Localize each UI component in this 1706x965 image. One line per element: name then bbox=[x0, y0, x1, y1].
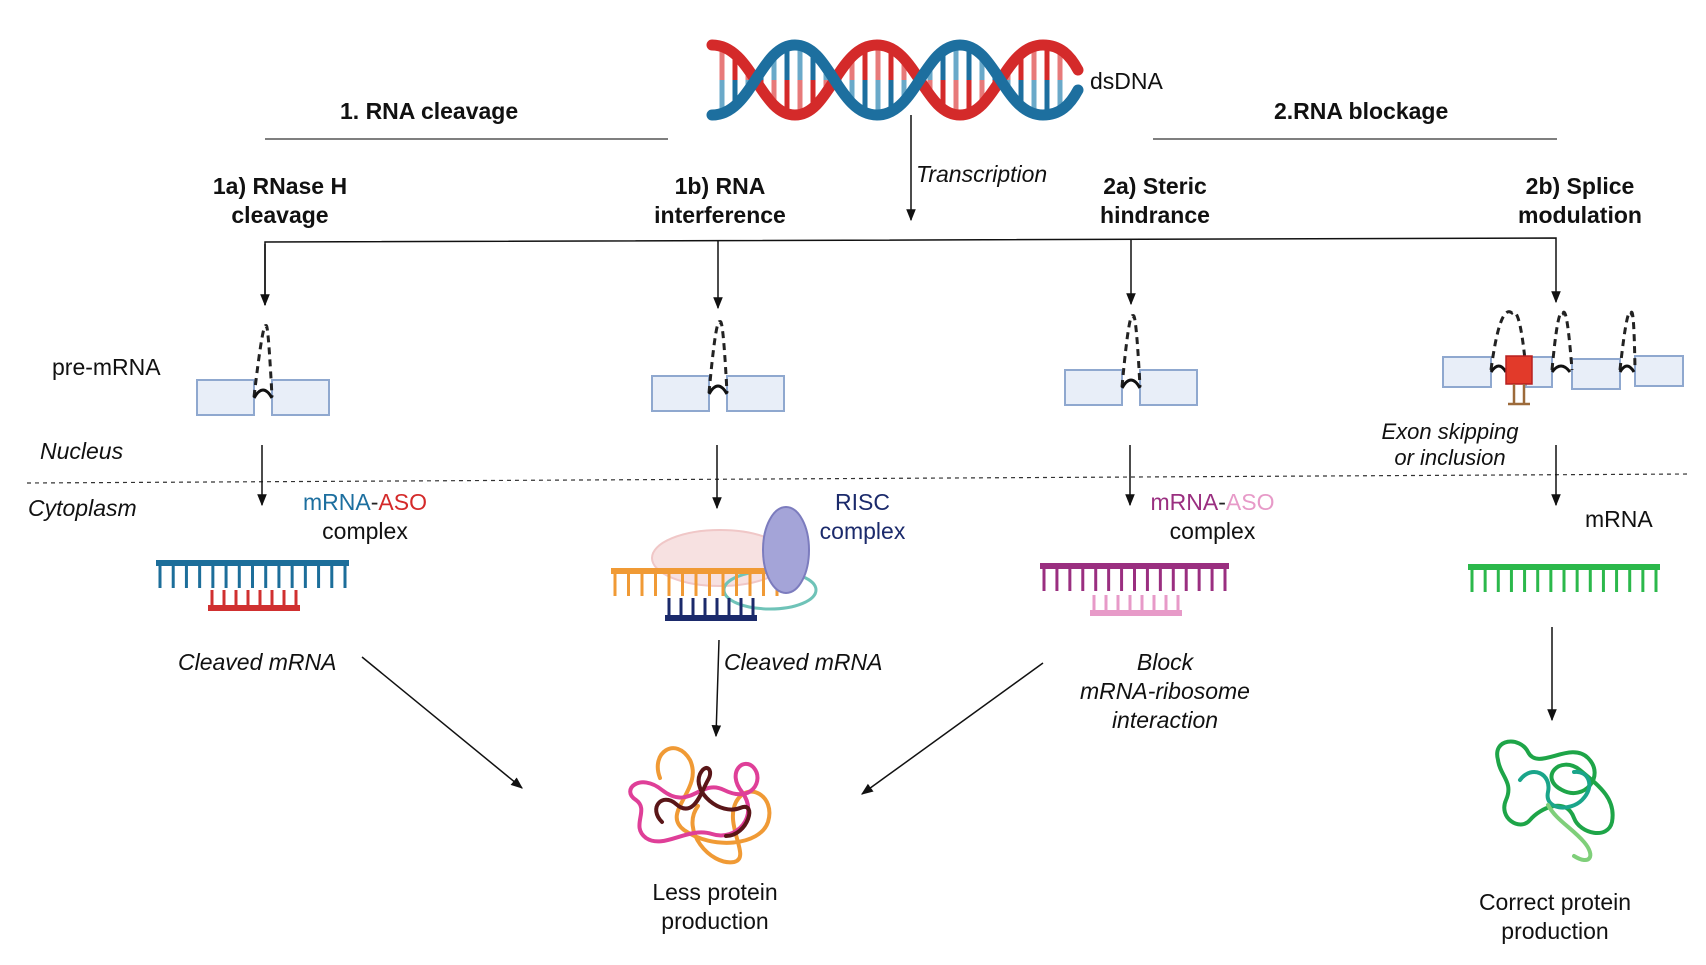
branch-2a-title-line2: hindrance bbox=[1100, 202, 1210, 228]
block-line3: interaction bbox=[1111, 707, 1219, 733]
complex-c-dash: - bbox=[1218, 489, 1226, 515]
complex-a-dash: - bbox=[370, 489, 379, 515]
correct-line1: Correct protein bbox=[1478, 889, 1632, 915]
less-line1: Less protein bbox=[652, 879, 778, 905]
branch-1b-title: 1b) RNA interference bbox=[630, 172, 810, 230]
branch-1a-title: 1a) RNase H cleavage bbox=[190, 172, 370, 230]
branch-2a-title-line1: 2a) Steric bbox=[1103, 173, 1207, 199]
dsdna-label: dsDNA bbox=[1090, 68, 1163, 94]
branch-1a-title-line2: cleavage bbox=[231, 202, 329, 228]
complex-c-aso: ASO bbox=[1225, 489, 1275, 515]
dsdna-helix-icon bbox=[706, 39, 1084, 121]
mrna-2b-label: mRNA bbox=[1585, 506, 1653, 532]
mrna-aso-duplex-1a bbox=[156, 560, 349, 611]
risc-line2: complex bbox=[819, 518, 906, 544]
cleaved-a-label: Cleaved mRNA bbox=[178, 649, 337, 675]
less-protein-label: Less protein production bbox=[615, 878, 815, 936]
risc-complex-icon bbox=[611, 506, 818, 621]
block-label: Block mRNA-ribosome interaction bbox=[1065, 648, 1265, 735]
branch-2b-title: 2b) Splice modulation bbox=[1485, 172, 1675, 230]
arrow-2a-to-protein bbox=[861, 662, 1044, 795]
block-line2: mRNA-ribosome bbox=[1080, 678, 1250, 704]
nucleus-label: Nucleus bbox=[40, 438, 124, 464]
correct-protein-icon bbox=[1495, 739, 1615, 862]
cleaved-b-label: Cleaved mRNA bbox=[724, 649, 883, 675]
arrow-1a-to-protein bbox=[361, 656, 523, 789]
splice-aso-block bbox=[1505, 355, 1533, 385]
section1-title: 1. RNA cleavage bbox=[340, 98, 519, 124]
exon-skip-line1: Exon skipping bbox=[1381, 419, 1519, 444]
risc-line1: RISC bbox=[835, 489, 890, 515]
risc-label: RISC complex bbox=[805, 488, 920, 546]
mrna-aso-duplex-2a bbox=[1040, 563, 1229, 616]
branch-2b-title-line1: 2b) Splice bbox=[1525, 173, 1635, 199]
branch-1b-title-line1: 1b) RNA bbox=[674, 173, 766, 199]
complex-a-label: mRNA-ASO complex bbox=[270, 488, 460, 546]
transcription-label: Transcription bbox=[916, 161, 1048, 187]
complex-a-aso: ASO bbox=[378, 489, 427, 515]
block-line1: Block bbox=[1136, 649, 1194, 675]
branch-1b-title-line2: interference bbox=[654, 202, 786, 228]
pre-mrna-2a bbox=[1064, 314, 1198, 406]
section2-title: 2.RNA blockage bbox=[1274, 98, 1449, 124]
branch-1a-title-line1: 1a) RNase H bbox=[212, 173, 348, 199]
correct-protein-label: Correct protein production bbox=[1450, 888, 1660, 946]
cytoplasm-label: Cytoplasm bbox=[28, 495, 137, 521]
complex-a-mrna: mRNA bbox=[303, 489, 371, 515]
pre-mrna-1a bbox=[196, 324, 330, 416]
complex-c-label: mRNA-ASO complex bbox=[1120, 488, 1305, 546]
complex-c-mrna: mRNA bbox=[1150, 489, 1219, 515]
arrow-1b-to-protein bbox=[711, 639, 722, 738]
branch-2a-title: 2a) Steric hindrance bbox=[1065, 172, 1245, 230]
complex-c-word: complex bbox=[1169, 518, 1256, 544]
exon-skip-label: Exon skipping or inclusion bbox=[1350, 419, 1550, 471]
pre-mrna-label: pre-mRNA bbox=[52, 354, 161, 380]
complex-a-word: complex bbox=[322, 518, 408, 544]
pre-mrna-2b bbox=[1442, 310, 1684, 406]
nucleus-boundary bbox=[26, 473, 1691, 484]
exon-skip-line2: or inclusion bbox=[1394, 445, 1506, 470]
branch-2b-title-line2: modulation bbox=[1518, 202, 1642, 228]
mrna-strand-2b bbox=[1468, 564, 1660, 592]
branch-line bbox=[264, 237, 1561, 305]
less-protein-icon bbox=[628, 746, 772, 865]
correct-line2: production bbox=[1501, 918, 1609, 944]
pre-mrna-1b bbox=[651, 320, 785, 412]
less-line2: production bbox=[661, 908, 769, 934]
